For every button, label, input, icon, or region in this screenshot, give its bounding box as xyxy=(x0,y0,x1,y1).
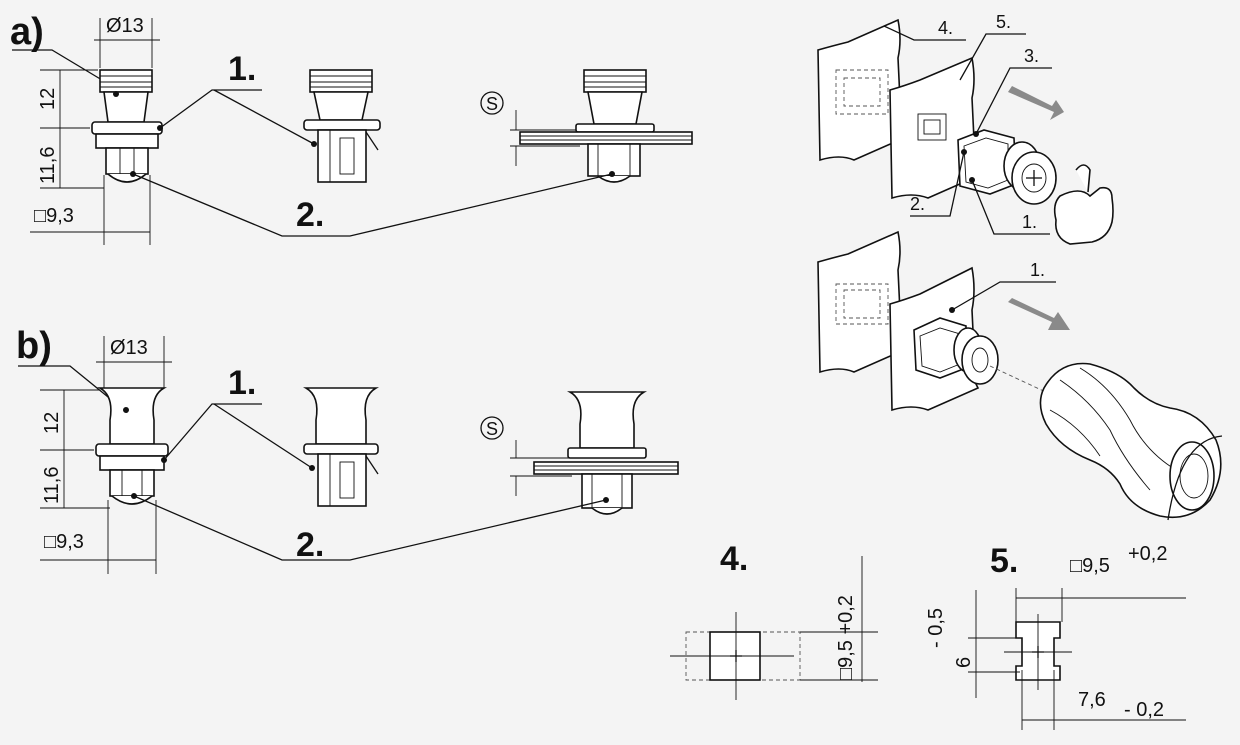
detail-4-dimension: □9,5 +0,2 xyxy=(835,595,857,680)
exploded-callout-2: 2. xyxy=(910,194,925,214)
variant-b-label-leader xyxy=(18,365,125,411)
variant-a-diameter: Ø13 xyxy=(106,15,144,37)
exploded-callout-2-leader xyxy=(910,151,965,217)
exploded-callout-1: 1. xyxy=(1022,212,1037,232)
detail-4-label: 4. xyxy=(720,540,748,578)
removal-callout-1-leader xyxy=(951,281,1056,311)
exploded-callout-4-leader xyxy=(883,25,966,41)
variant-b-diameter: Ø13 xyxy=(110,337,148,359)
detail-5-width-tol: - 0,2 xyxy=(1124,699,1164,721)
variant-b-pin-section-view xyxy=(302,387,380,507)
detail-5-square: □9,5 xyxy=(1070,555,1110,577)
variant-a-height-bottom: 11,6 xyxy=(37,147,59,184)
detail-5-height-tol: - 0,5 xyxy=(925,608,947,648)
exploded-callout-3: 3. xyxy=(1024,46,1039,66)
exploded-callout-1-leader xyxy=(971,179,1050,235)
variant-a-height-top: 12 xyxy=(37,88,59,110)
variant-b-callout-2: 2. xyxy=(296,526,324,564)
variant-a-dimensions: Ø13 12 11,6 □9,3 xyxy=(30,15,160,245)
variant-b-callout-1-leader-right xyxy=(213,403,313,469)
detail-5-label: 5. xyxy=(990,542,1018,580)
detail-5-square-tol: +0,2 xyxy=(1128,543,1167,565)
exploded-callout-3-leader xyxy=(975,67,1052,135)
variant-a-label-leader xyxy=(12,49,123,93)
variant-a-callout-1-leader-left xyxy=(159,89,262,129)
panel-thickness-symbol-b-text: S xyxy=(486,419,498,439)
detail-5-width: 7,6 xyxy=(1078,689,1106,711)
variant-b-callout-2-leader xyxy=(133,495,607,561)
panel-thickness-symbol-a xyxy=(480,91,504,115)
variant-b-height-top: 12 xyxy=(41,412,63,434)
variant-a-label: a) xyxy=(10,11,44,53)
variant-a-mounted-view: S xyxy=(480,69,693,183)
variant-a-callout-2-leader xyxy=(132,173,613,237)
variant-b-dimensions: Ø13 12 11,6 □9,3 xyxy=(40,336,172,574)
exploded-callout-5: 5. xyxy=(996,12,1011,32)
variant-b-callout-1-leader-left xyxy=(163,403,262,461)
exploded-pin xyxy=(957,129,1057,205)
variant-b-callout-1: 1. xyxy=(228,364,256,402)
variant-a-pin-section-view xyxy=(303,69,381,183)
variant-b-label: b) xyxy=(16,325,52,367)
variant-b: b) Ø13 12 11,6 xyxy=(16,325,679,574)
variant-a-callout-2: 2. xyxy=(296,196,324,234)
variant-a-callout-1-leader-right xyxy=(213,89,315,145)
removal-view: 1. xyxy=(817,230,1223,521)
detail-5-pin-section: 5. □9,5 +0,2 6 - 0,5 7,6 - 0,2 xyxy=(925,542,1186,730)
exploded-callout-5-leader xyxy=(959,33,1026,81)
variant-b-height-bottom: 11,6 xyxy=(41,467,63,504)
variant-b-mounted-view: S xyxy=(480,391,679,515)
panel-thickness-symbol-b xyxy=(480,416,504,440)
variant-a-pin-side-view xyxy=(91,69,163,183)
variant-a-square: □9,3 xyxy=(34,205,74,227)
variant-a-callout-1: 1. xyxy=(228,50,256,88)
variant-a: a) Ø13 xyxy=(10,11,693,245)
panel-thickness-symbol-a-text: S xyxy=(486,94,498,114)
exploded-callout-4: 4. xyxy=(938,18,953,38)
pull-arrow xyxy=(1008,298,1070,330)
variant-b-pin-side-view xyxy=(95,387,169,505)
variant-b-square: □9,3 xyxy=(44,531,84,553)
thumb-up-icon xyxy=(1053,164,1114,245)
removal-callout-1: 1. xyxy=(1030,260,1045,280)
press-arrow xyxy=(1008,86,1064,120)
exploded-assembly-view: 4. 5. 3. 2. 1. xyxy=(817,12,1114,245)
screwdriver-icon xyxy=(1039,362,1223,521)
detail-4-cutout: 4. □9,5 +0,2 xyxy=(670,540,878,700)
detail-5-height: 6 xyxy=(953,657,975,668)
